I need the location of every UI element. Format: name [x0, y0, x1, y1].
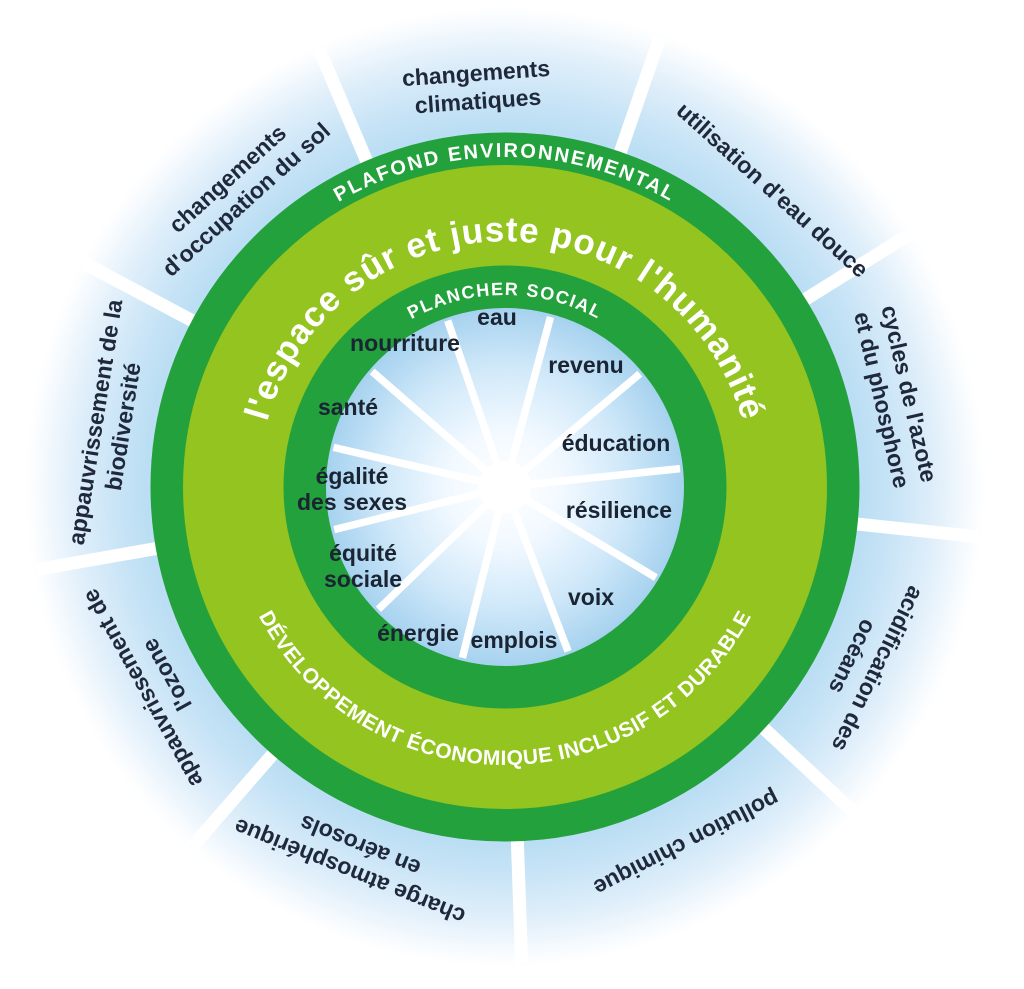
- social-label-education: éducation: [562, 430, 671, 456]
- wedge-gap: [35, 541, 160, 577]
- wedge-gap: [187, 748, 280, 851]
- safe-space-ring: [183, 165, 827, 809]
- wedge-gap: [510, 838, 529, 963]
- spoke: [501, 485, 572, 653]
- social-label-line: sociale: [324, 566, 402, 592]
- social-label-line: des sexes: [297, 489, 407, 515]
- social-label-energie: énergie: [377, 620, 459, 646]
- social-label-voix: voix: [568, 584, 614, 610]
- spoke: [333, 483, 506, 534]
- spoke: [502, 370, 643, 490]
- spoke: [503, 483, 658, 581]
- outer-wedge-gaps: [35, 34, 980, 963]
- inner-spokes: [332, 316, 681, 659]
- social-floor-ring: [283, 265, 727, 709]
- wedge-gap: [613, 34, 667, 157]
- social-label-line: égalité: [316, 463, 389, 489]
- spoke: [444, 319, 509, 489]
- spoke: [504, 464, 681, 491]
- wedge-gap: [800, 229, 913, 307]
- spoke: [369, 368, 508, 490]
- spoke: [375, 484, 508, 612]
- center-starburst: [479, 461, 531, 513]
- social-label-emplois: emplois: [471, 627, 558, 653]
- wedge-gap: [313, 46, 374, 166]
- spoke: [501, 316, 555, 488]
- wedge-gap: [854, 517, 980, 544]
- spoke: [332, 443, 506, 491]
- environmental-ceiling-ring: [150, 132, 860, 842]
- social-label-sante: santé: [318, 394, 378, 420]
- social-label-revenu: revenu: [548, 352, 623, 378]
- wedge-gap: [758, 722, 858, 817]
- social-label-resilience: résilience: [566, 497, 672, 523]
- wedge-gap: [81, 257, 198, 328]
- social-label-eau: eau: [477, 304, 517, 330]
- social-label-nourriture: nourriture: [350, 330, 460, 356]
- social-label-line: équité: [329, 540, 397, 566]
- spoke: [458, 486, 509, 659]
